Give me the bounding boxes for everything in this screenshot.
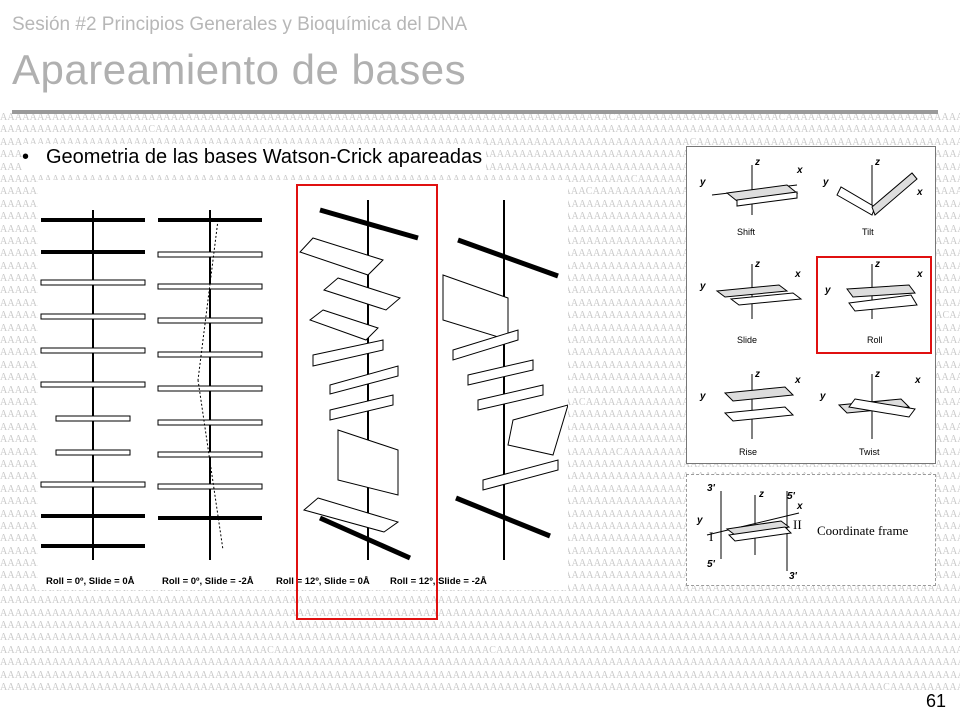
page-number: 61	[925, 691, 946, 711]
strand-label-bottom-left: 5'	[707, 559, 716, 570]
background-sequence-row: AAAAAAAAAAAAAAAAAAAACAAAAAAAAAAAAAAAAAAA…	[0, 124, 960, 136]
slide-title: Apareamiento de bases	[12, 46, 467, 93]
panel-label-twist: Twist	[859, 447, 880, 457]
caption-4: Roll = 12º, Slide = -2Å	[390, 576, 487, 587]
background-sequence-row: AAAAAAAAAAAAAAAAAAAAAAAAAAAAAAAAAAAAAAAA…	[0, 595, 960, 607]
panel-twist: z x y Twist	[819, 369, 921, 457]
panel-roll: z x y Roll	[824, 259, 923, 345]
panel-label-slide: Slide	[737, 335, 757, 345]
svg-text:x: x	[796, 501, 803, 512]
background-sequence-row: AAAAAAAAAAAAAAAAAAAAAAAAAAAAAAAAAAACAAAA…	[0, 136, 960, 148]
caption-1: Roll = 0º, Slide = 0Å	[46, 576, 135, 587]
strand-label-top-right: 5'	[787, 491, 796, 502]
panel-label-rise: Rise	[739, 447, 757, 457]
svg-text:z: z	[874, 259, 880, 270]
background-sequence-row: AAAAAAAAAAAAAAAAAAAAAAAAAAAAAAAAAAAAAAAA…	[0, 632, 960, 644]
caption-3: Roll = 12º, Slide = 0Å	[276, 576, 370, 587]
svg-text:y: y	[822, 177, 829, 188]
svg-text:y: y	[699, 281, 706, 292]
svg-text:y: y	[819, 391, 826, 402]
svg-text:y: y	[699, 391, 706, 402]
svg-text:x: x	[794, 269, 801, 280]
strand-label-bottom-right: 3'	[789, 571, 798, 582]
svg-text:x: x	[794, 375, 801, 386]
coordinate-frame-figure: z x y 3' 5' 5' 3' I II Coordinate frame	[686, 474, 936, 586]
panel-rise: z x y Rise	[699, 369, 801, 457]
svg-text:z: z	[874, 369, 880, 380]
background-sequence-row: AAAAAAAAAAAAAAAAAAAAAAAAAAAAAAAAAAAAAAAA…	[0, 657, 960, 669]
ladder-roll0-slide-2: Roll = 0º, Slide = -2Å	[157, 210, 263, 587]
numeral-two: II	[793, 517, 802, 532]
highlight-roll-panel	[816, 256, 932, 354]
svg-text:x: x	[916, 269, 923, 280]
svg-text:z: z	[754, 157, 760, 168]
background-sequence-row: AAAAAAAAAAAAAAAAAAAAAAAAAAAAAAAAAAAAAAAA…	[0, 669, 960, 681]
panel-shift: z x y Shift	[699, 157, 803, 237]
background-sequence-row: AAAAAAAAAAAAAAAAAAAAAAAAAAAAAAAAAAAAAAAA…	[0, 112, 960, 123]
svg-text:z: z	[874, 157, 880, 168]
title-underline	[12, 110, 938, 114]
bullet-text: Geometria de las bases Watson-Crick apar…	[46, 145, 483, 168]
step-parameters-svg: z x y Shift z x y Tilt z x y Slide	[699, 157, 923, 457]
panel-slide: z x y Slide	[699, 259, 803, 345]
svg-text:y: y	[699, 177, 706, 188]
svg-text:y: y	[696, 515, 703, 526]
bullet-item: • Geometria de las bases Watson-Crick ap…	[22, 144, 487, 170]
background-sequence-row: AAAAAAAAAAAAAAAAAAAAAAAAAAAAAAAAAAAAAAAA…	[0, 607, 960, 619]
svg-text:z: z	[754, 259, 760, 270]
slide-subtitle: Sesión #2 Principios Generales y Bioquím…	[12, 14, 468, 35]
coordinate-frame-label: Coordinate frame	[817, 523, 909, 538]
bullet-dot-icon: •	[22, 145, 30, 168]
base-pair-ladder-figure: Roll = 0º, Slide = 0Å Roll = 0º, Slide =…	[38, 180, 569, 590]
step-parameters-figure: z x y Shift z x y Tilt z x y Slide	[686, 146, 936, 464]
background-sequence-row: AAAAAAAAAAAAAAAAAAAAAAAAAAAAAAAAAAAACAAA…	[0, 644, 960, 656]
ladder-roll12-slide-2: Roll = 12º, Slide = -2Å	[390, 200, 569, 587]
svg-text:x: x	[914, 375, 921, 386]
background-sequence-row: AAAAAAAAAAAAAAAAAAAAAAAAAAAAAAAAAAAAAAAA…	[0, 174, 960, 186]
background-sequence-row: AAAAAAAAAAAAAAAAAAAAAAAAAAAAAAAAAAAAAAAA…	[0, 620, 960, 632]
panel-tilt: z x y Tilt	[822, 157, 923, 237]
background-sequence-row: AAAAAAAAAAAAAAAAAAAAAAAAAAAAAAAAAAAAAAAA…	[0, 681, 960, 692]
strand-label-top-left: 3'	[707, 483, 716, 494]
caption-2: Roll = 0º, Slide = -2Å	[162, 576, 254, 587]
panel-label-shift: Shift	[737, 227, 756, 237]
panel-label-tilt: Tilt	[862, 227, 874, 237]
svg-text:z: z	[758, 489, 764, 500]
coordinate-frame-svg: z x y 3' 5' 5' 3' I II Coordinate frame	[696, 483, 909, 582]
svg-text:x: x	[916, 187, 923, 198]
highlight-roll-box	[296, 184, 438, 620]
svg-text:x: x	[796, 165, 803, 176]
ladder-svg: Roll = 0º, Slide = 0Å Roll = 0º, Slide =…	[40, 200, 569, 587]
svg-text:y: y	[824, 285, 831, 296]
numeral-one: I	[709, 529, 713, 544]
ladder-roll0-slide0: Roll = 0º, Slide = 0Å	[40, 210, 146, 587]
ladder-roll12-slide0: Roll = 12º, Slide = 0Å	[276, 200, 419, 587]
svg-text:z: z	[754, 369, 760, 380]
panel-label-roll: Roll	[867, 335, 883, 345]
